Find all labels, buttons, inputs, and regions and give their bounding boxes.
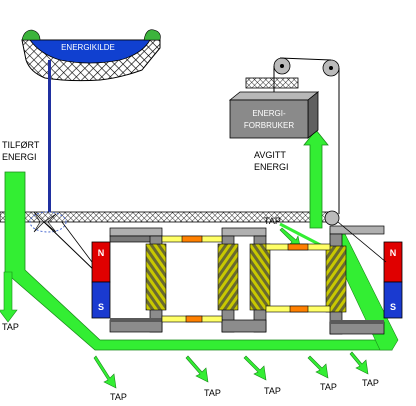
loss-label-top: TAP: [264, 216, 281, 226]
wire-1-bottom-orange: [185, 315, 203, 323]
loss-label-4: TAP: [320, 382, 337, 392]
input-energy-label-2: ENERGI: [2, 152, 37, 162]
turbine: [29, 211, 97, 273]
output-energy-label-2: ENERGI: [254, 162, 289, 172]
winding-drum: [324, 210, 340, 226]
penstock-pipe: [48, 60, 51, 215]
pulley-right-hub: [329, 66, 333, 70]
tree-left: [21, 29, 41, 41]
loss-arrow-3: [243, 355, 267, 381]
consumer-label-2: FORBRUKER: [244, 121, 294, 130]
energy-flow: [0, 129, 399, 389]
output-energy-label-1: AVGITT: [254, 150, 286, 160]
energy-source-reservoir: ENERGIKILDE: [21, 29, 161, 215]
consumer-label-1: ENERGI-: [252, 109, 286, 118]
loss-arrow-left: [0, 271, 18, 323]
input-energy-label-1: TILFØRT: [2, 140, 40, 150]
labels: TILFØRT ENERGI AVGITT ENERGI TAP TAP TAP…: [2, 140, 379, 402]
turbine-housing: [29, 211, 67, 233]
coil-1: [145, 243, 167, 311]
wire-1-top-orange: [181, 235, 203, 243]
loss-label-5: TAP: [362, 378, 379, 388]
shaft-line-left: [61, 221, 93, 263]
loss-label-2: TAP: [204, 388, 221, 398]
iron-core-1: [109, 227, 167, 333]
connecting-wires: [161, 235, 331, 323]
loss-label-left: TAP: [2, 322, 19, 332]
iron-core-2: [217, 227, 271, 333]
loss-arrow-2: [185, 355, 209, 383]
loss-arrow-5: [349, 351, 369, 375]
magnet-right-south: [383, 281, 403, 319]
iron-core-3: [325, 225, 385, 335]
consumer-box-front: [229, 99, 309, 139]
magnet-right-n-label: N: [390, 248, 397, 258]
coil-2a: [217, 243, 239, 311]
ceiling-support: [245, 77, 299, 89]
rope-top: [279, 57, 332, 61]
coil-3: [325, 245, 347, 313]
loss-label-3: TAP: [264, 386, 281, 396]
wire-2-bottom-orange: [289, 305, 309, 313]
tree-right: [143, 29, 161, 41]
loss-label-1: TAP: [110, 392, 127, 402]
pulley-left-hub: [280, 64, 284, 68]
energy-source-label: ENERGIKILDE: [61, 43, 115, 52]
coil-2b: [249, 243, 271, 311]
consumer-box-top: [228, 91, 320, 101]
consumer-box-side: [307, 91, 319, 139]
consumer-assembly: ENERGI- FORBRUKER: [228, 57, 340, 226]
magnet-left-south: [91, 281, 111, 319]
wire-2-top-orange: [287, 243, 309, 251]
turbine-blade-2: [33, 221, 45, 233]
electromagnetic-system: N S N S: [61, 221, 403, 335]
turbine-shaft: [43, 221, 97, 273]
loss-arrow-4: [307, 355, 329, 379]
loss-arrow-1: [93, 355, 117, 389]
magnet-left-n-label: N: [98, 248, 105, 258]
magnet-left-s-label: S: [98, 302, 104, 312]
output-energy-arrow: [303, 129, 329, 229]
water-body: [29, 39, 151, 64]
shaft-line-right: [337, 221, 387, 263]
magnet-right-s-label: S: [390, 302, 396, 312]
